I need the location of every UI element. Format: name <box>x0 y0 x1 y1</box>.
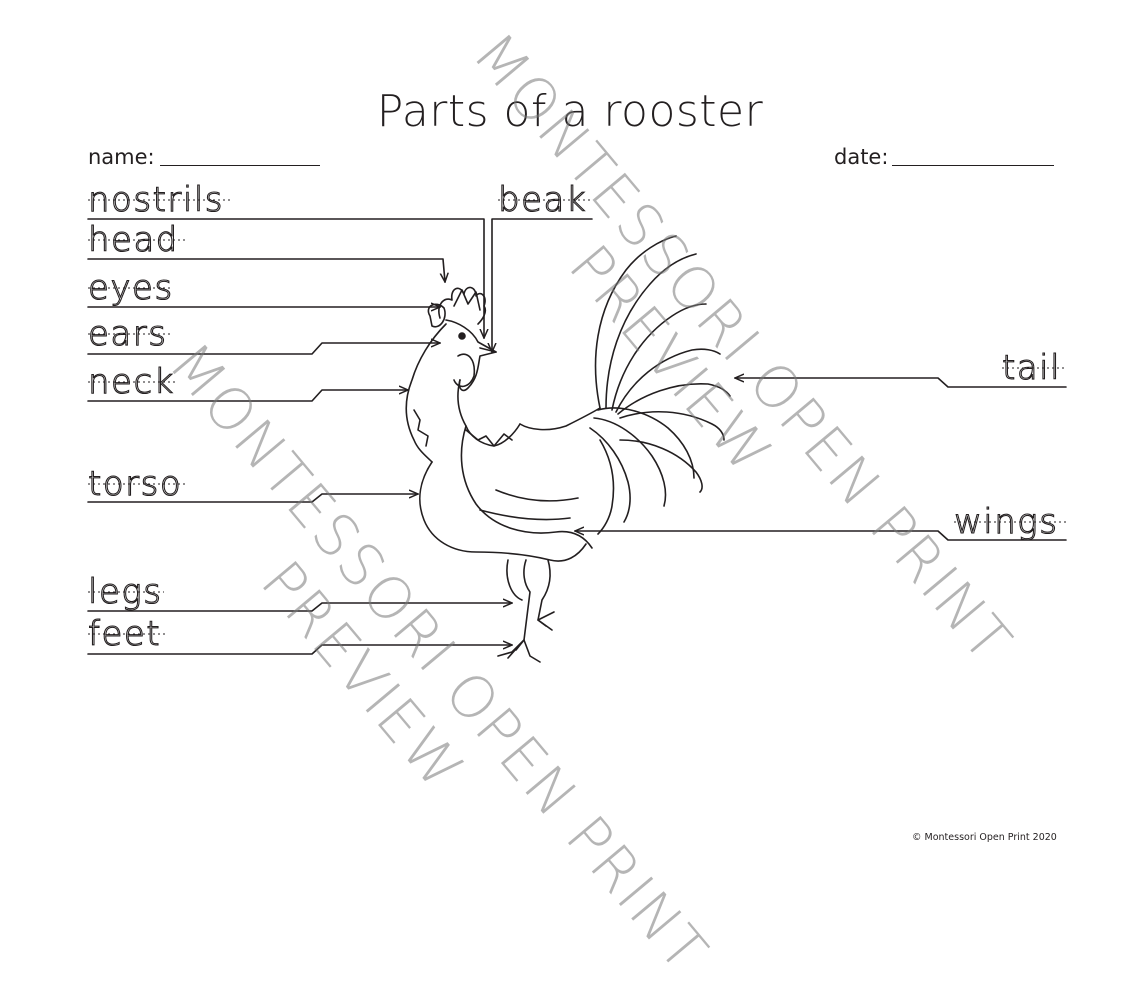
label-neck: neck <box>87 362 175 402</box>
label-ears: ears <box>87 314 168 354</box>
copyright-notice: © Montessori Open Print 2020 <box>912 832 1057 843</box>
label-eyes: eyes <box>87 268 174 308</box>
wings-leader <box>575 531 1067 541</box>
label-feet: feet <box>87 614 162 654</box>
torso-leader <box>87 494 418 503</box>
name-line[interactable] <box>160 165 320 166</box>
label-beak: beak <box>497 180 588 220</box>
ears-leader <box>87 343 440 355</box>
date-label: date: <box>834 145 889 169</box>
rooster-diagram <box>87 199 1067 663</box>
rooster-illustration <box>405 235 731 663</box>
date-line[interactable] <box>892 165 1054 166</box>
legs-leader <box>87 603 512 612</box>
label-legs: legs <box>87 572 163 612</box>
label-torso: torso <box>87 464 183 504</box>
neck-leader <box>87 390 408 402</box>
label-head: head <box>87 220 179 260</box>
beak-leader <box>492 218 593 352</box>
name-label: name: <box>88 145 155 169</box>
head-leader <box>87 258 445 282</box>
label-wings: wings <box>953 502 1059 542</box>
page-title: Parts of a rooster <box>376 86 764 137</box>
tail-leader <box>735 378 1067 388</box>
label-tail: tail <box>1001 348 1062 388</box>
tracing-guides <box>88 199 1066 635</box>
nostrils-leader <box>87 218 484 338</box>
label-nostrils: nostrils <box>87 180 224 220</box>
feet-leader <box>87 645 512 655</box>
